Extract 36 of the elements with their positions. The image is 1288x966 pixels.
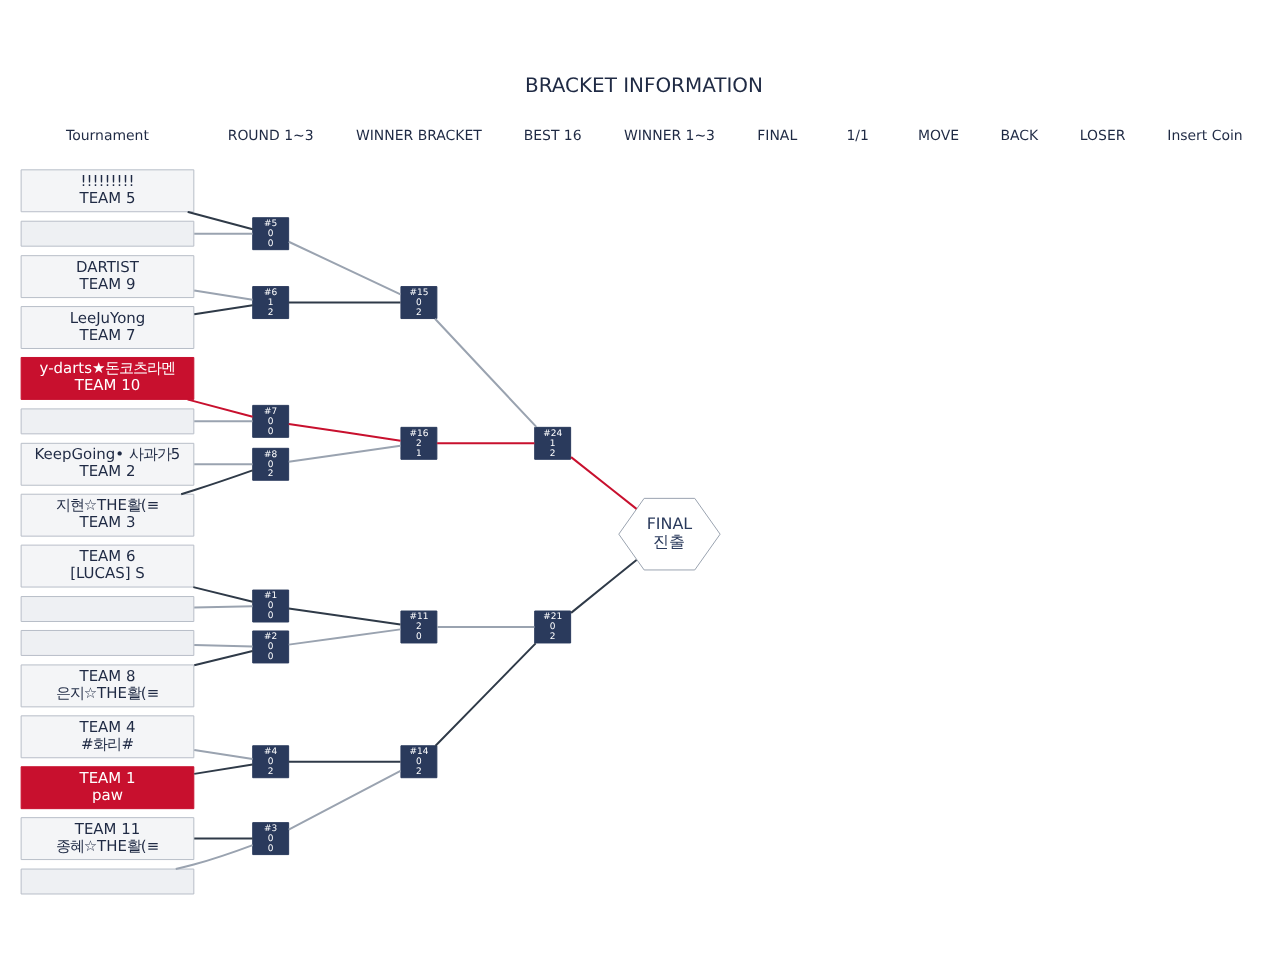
connector	[193, 837, 254, 840]
connector	[186, 398, 254, 418]
connector	[193, 644, 254, 648]
connector	[174, 844, 254, 871]
connector	[193, 232, 254, 235]
connector	[570, 559, 638, 614]
connector	[287, 769, 402, 831]
connector	[287, 422, 402, 442]
diagram-title: BRACKET INFORMATION	[525, 75, 763, 98]
connector	[287, 628, 402, 646]
connector	[193, 304, 254, 316]
node-box	[20, 630, 195, 656]
connector	[186, 210, 254, 231]
connector	[287, 760, 402, 763]
connector	[434, 317, 538, 428]
connector	[436, 626, 536, 628]
connector	[193, 605, 254, 609]
connector	[192, 586, 254, 603]
connector	[180, 469, 254, 496]
connector	[570, 456, 638, 510]
connector	[193, 420, 254, 423]
connector	[193, 650, 254, 667]
connector	[193, 289, 254, 301]
connector	[436, 442, 536, 445]
connector	[434, 642, 537, 747]
connector	[287, 240, 402, 296]
connector	[193, 463, 254, 466]
node-box	[20, 596, 195, 622]
connector	[193, 749, 254, 761]
connector	[287, 301, 402, 304]
node-box	[20, 408, 195, 435]
connector	[287, 607, 402, 626]
connector	[193, 763, 254, 775]
node-box	[20, 868, 195, 895]
connector	[287, 444, 402, 463]
node-box	[20, 220, 195, 247]
